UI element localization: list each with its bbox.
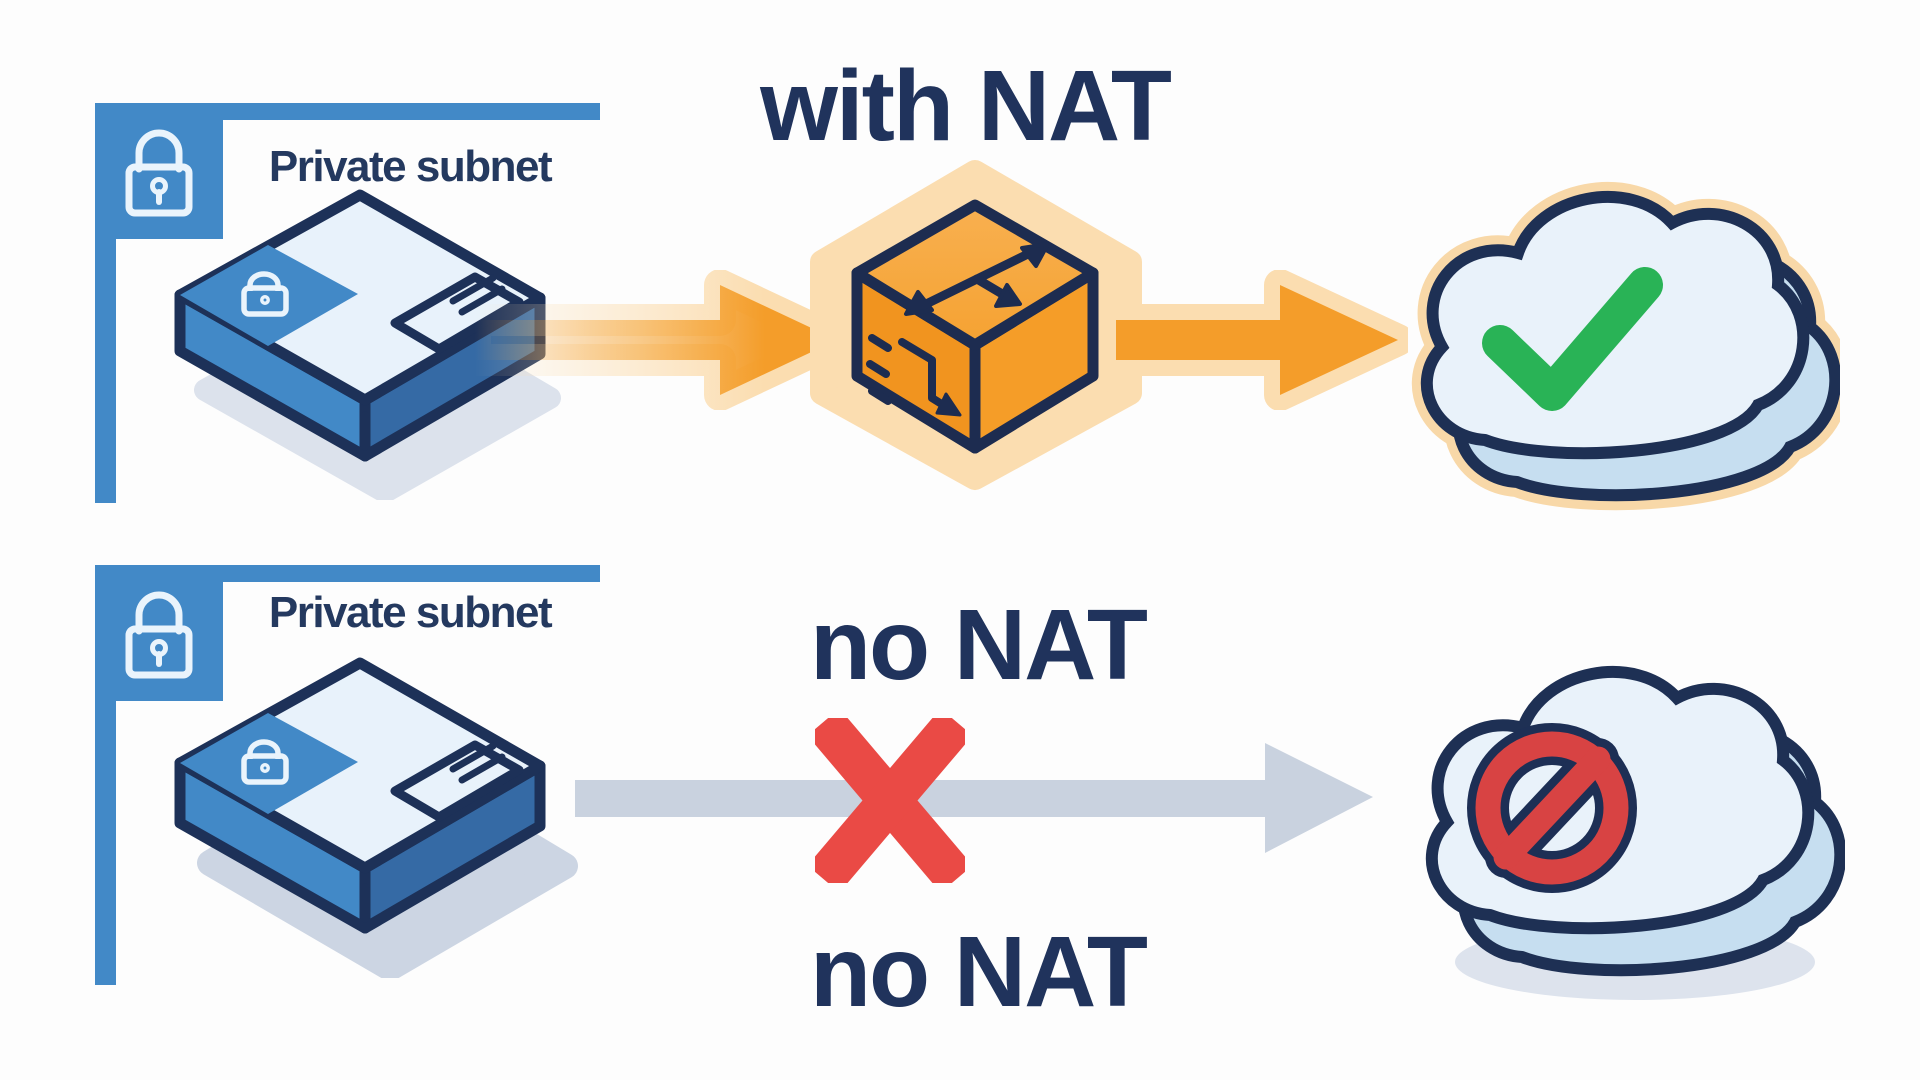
orange-arrow-icon [470,270,853,410]
lock-icon [125,129,193,217]
cloud-check-icon [1411,181,1840,511]
server-lock-panel [180,245,358,346]
server-lock-panel [180,713,358,814]
server-document-icon [390,272,524,354]
server-lock-icon [241,739,289,785]
server-icon [174,189,561,500]
red-x-icon [815,718,965,883]
title-no-nat: no NAT [809,589,1148,701]
server-icon [174,657,578,978]
nat-translate-icon [866,334,962,417]
checkmark-icon [1482,267,1663,411]
title-no-nat-below: no NAT [809,916,1148,1028]
lock-icon [125,591,193,679]
nat-gateway-cube-icon [810,160,1142,490]
orange-arrow-icon [1108,270,1408,410]
subnet-label-top: Private subnet [268,142,553,191]
cloud-prohibited-icon [1425,665,1845,1000]
server-document-icon [390,740,524,822]
private-subnet-frame-top: Private subnet [95,103,615,523]
server-lock-icon [241,271,289,317]
subnet-lock-badge [95,103,223,239]
title-with-nat: with NAT [760,50,1172,162]
subnet-label-bottom: Private subnet [268,588,553,637]
nat-route-arrows-icon [904,242,1050,316]
private-subnet-frame-bottom: Private subnet [95,565,615,1005]
subnet-lock-badge [95,565,223,701]
prohibition-icon [1467,723,1637,893]
gray-arrow-icon [575,743,1373,853]
